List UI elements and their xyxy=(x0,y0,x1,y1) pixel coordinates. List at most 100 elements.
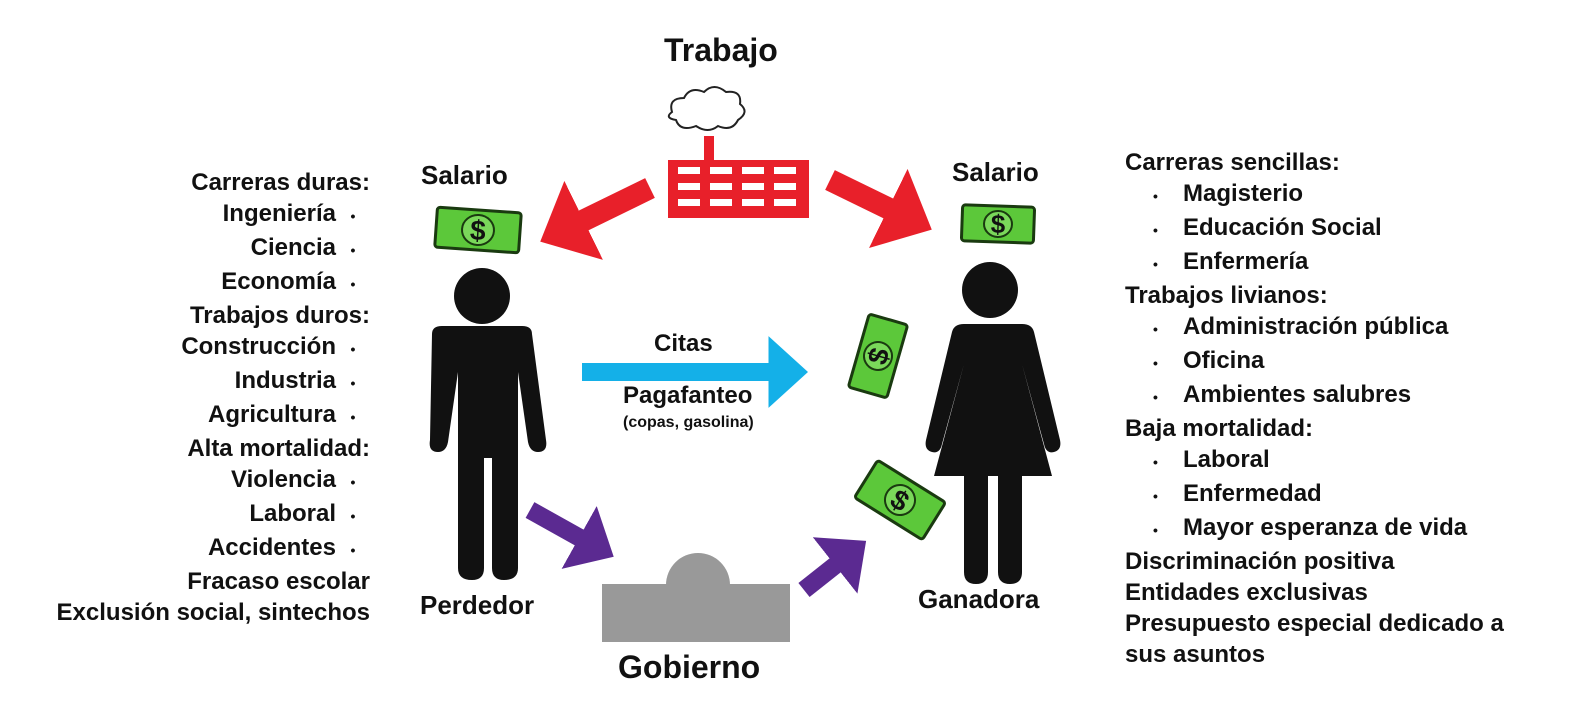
bullet-icon: • xyxy=(350,276,356,292)
left-list-item: Construcción • xyxy=(57,331,370,365)
right-list-item: • Oficina xyxy=(1125,345,1504,379)
right-list-item: Carreras sencillas: xyxy=(1125,147,1504,178)
bullet-icon: • xyxy=(1153,188,1158,204)
left-list-item: Industria • xyxy=(57,365,370,399)
left-list-item: Alta mortalidad: xyxy=(57,433,370,464)
right-list-item: Trabajos livianos: xyxy=(1125,280,1504,311)
right-list-item: Baja mortalidad: xyxy=(1125,413,1504,444)
bullet-icon: • xyxy=(350,508,356,524)
bullet-icon: • xyxy=(350,409,356,425)
right-list-item-text: Administración pública xyxy=(1183,313,1449,340)
right-list-item-text: Educación Social xyxy=(1183,214,1382,241)
left-list-item: Carreras duras: xyxy=(57,167,370,198)
right-list-item-text: Enfermedad xyxy=(1183,480,1322,507)
left-list-item: Trabajos duros: xyxy=(57,300,370,331)
right-list-item-text: Enfermería xyxy=(1183,248,1309,275)
right-list-item: • Ambientes salubres xyxy=(1125,379,1504,413)
right-list-item: • Laboral xyxy=(1125,444,1504,478)
purple-arrow-up xyxy=(798,537,867,598)
smoke-cloud-icon xyxy=(667,86,746,131)
right-list-item-text: Entidades exclusivas xyxy=(1125,579,1368,606)
left-list-item-text: Exclusión social, sintechos xyxy=(56,599,370,626)
right-list-item-text: sus asuntos xyxy=(1125,641,1266,668)
perdedor-label: Perdedor xyxy=(420,590,535,620)
bullet-icon: • xyxy=(1153,355,1158,371)
bullet-icon: • xyxy=(350,375,356,391)
right-list-item-text: Trabajos livianos: xyxy=(1125,282,1328,309)
left-list-item-text: Construcción xyxy=(181,333,336,360)
left-list-item: Accidentes • xyxy=(57,532,370,566)
left-list-item-text: Economía xyxy=(221,268,336,295)
left-list-item: Economía • xyxy=(57,266,370,300)
left-list-item: Laboral • xyxy=(57,498,370,532)
citas-label: Citas xyxy=(654,330,713,357)
government-building-icon xyxy=(602,553,790,642)
left-list-item: Ingeniería • xyxy=(57,198,370,232)
bullet-icon: • xyxy=(1153,256,1158,272)
red-arrow-left xyxy=(540,178,655,260)
left-list-item-text: Trabajos duros: xyxy=(189,302,370,329)
right-list-item-text: Presupuesto especial dedicado a xyxy=(1125,610,1504,637)
right-list-item: • Magisterio xyxy=(1125,178,1504,212)
ganadora-label: Ganadora xyxy=(918,584,1040,614)
right-list-item: Discriminación positiva xyxy=(1125,546,1504,577)
woman-icon xyxy=(925,262,1061,584)
left-list-item: Agricultura • xyxy=(57,399,370,433)
right-list-item: • Enfermedad xyxy=(1125,478,1504,512)
right-list-item: • Mayor esperanza de vida xyxy=(1125,512,1504,546)
bullet-icon: • xyxy=(1153,488,1158,504)
right-list-item-text: Carreras sencillas: xyxy=(1125,149,1340,176)
svg-text:$: $ xyxy=(990,209,1006,240)
left-list-item-text: Agricultura xyxy=(207,401,336,428)
left-list-item-text: Laboral xyxy=(249,500,336,527)
gobierno-label: Gobierno xyxy=(618,649,761,685)
right-list-item: Presupuesto especial dedicado a xyxy=(1125,608,1504,639)
right-salary-label: Salario xyxy=(952,157,1039,187)
bullet-icon: • xyxy=(1153,389,1158,405)
purple-arrow-down xyxy=(525,502,614,569)
bullet-icon: • xyxy=(350,341,356,357)
right-list-item: • Educación Social xyxy=(1125,212,1504,246)
right-list-item: • Enfermería xyxy=(1125,246,1504,280)
bullet-icon: • xyxy=(350,474,356,490)
money-icon: $ xyxy=(433,205,523,255)
right-list-item-text: Baja mortalidad: xyxy=(1125,415,1314,442)
right-list-item: • Administración pública xyxy=(1125,311,1504,345)
left-list-item: Exclusión social, sintechos xyxy=(57,597,370,628)
left-list-item: Violencia • xyxy=(57,464,370,498)
left-list-item-text: Ciencia xyxy=(250,234,336,261)
left-list-item-text: Alta mortalidad: xyxy=(187,435,370,462)
money-icon: $ xyxy=(847,313,909,399)
left-list-item: Fracaso escolar xyxy=(57,566,370,597)
left-list-item-text: Ingeniería xyxy=(222,200,336,227)
pagafanteo-note: (copas, gasolina) xyxy=(623,414,754,431)
man-icon xyxy=(429,268,547,580)
red-arrow-right xyxy=(825,168,932,248)
left-list-item-text: Fracaso escolar xyxy=(187,568,370,595)
money-icon: $ xyxy=(854,459,946,541)
left-list-item-text: Violencia xyxy=(231,466,336,493)
right-list-item-text: Laboral xyxy=(1183,446,1270,473)
bullet-icon: • xyxy=(1153,321,1158,337)
left-list-item-text: Carreras duras: xyxy=(191,169,370,196)
bullet-icon: • xyxy=(1153,454,1158,470)
right-list-item-text: Magisterio xyxy=(1183,180,1304,207)
trabajo-label: Trabajo xyxy=(664,32,778,68)
pagafanteo-label: Pagafanteo xyxy=(623,382,753,409)
right-list-item-text: Discriminación positiva xyxy=(1125,548,1395,575)
right-list-item: sus asuntos xyxy=(1125,639,1504,670)
right-list: Carreras sencillas: • Magisterio • Educación… xyxy=(1125,147,1504,670)
bullet-icon: • xyxy=(350,542,356,558)
bullet-icon: • xyxy=(1153,222,1158,238)
bullet-icon: • xyxy=(1153,522,1158,538)
left-list-item-text: Industria xyxy=(234,367,336,394)
svg-text:$: $ xyxy=(469,214,487,246)
bullet-icon: • xyxy=(350,208,356,224)
right-list-item-text: Mayor esperanza de vida xyxy=(1183,514,1468,541)
left-salary-label: Salario xyxy=(421,160,508,190)
right-list-item-text: Ambientes salubres xyxy=(1183,381,1412,408)
bullet-icon: • xyxy=(350,242,356,258)
right-list-item-text: Oficina xyxy=(1183,347,1265,374)
left-list-item-text: Accidentes xyxy=(207,534,336,561)
